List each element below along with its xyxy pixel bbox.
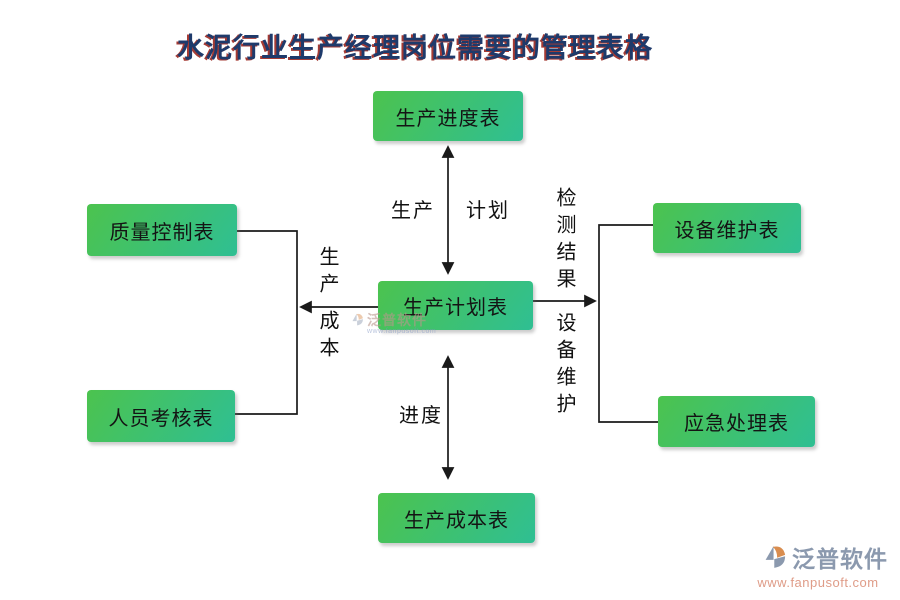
node-emergency-handling-table: 应急处理表 bbox=[658, 396, 815, 447]
edge-label-production: 生产 bbox=[391, 200, 435, 222]
node-label: 生产成本表 bbox=[404, 509, 509, 532]
edge-label-progress: 进度 bbox=[399, 405, 443, 427]
edge-label-plan: 计划 bbox=[466, 200, 510, 222]
center-watermark: 泛普软件 www.fanpusoft.com bbox=[350, 312, 436, 335]
node-label: 生产计划表 bbox=[403, 297, 508, 319]
node-production-cost-table: 生产成本表 bbox=[378, 493, 535, 543]
fanpu-logo-url: www.fanpusoft.com bbox=[757, 575, 879, 590]
page-title: 水泥行业生产经理岗位需要的管理表格 bbox=[177, 33, 653, 63]
edge-label-equipment-maintenance: 设备维护 bbox=[553, 312, 575, 420]
node-production-plan-table: 生产计划表 bbox=[378, 281, 533, 330]
node-production-progress-table: 生产进度表 bbox=[373, 91, 523, 141]
node-label: 设备维护表 bbox=[674, 219, 780, 242]
bracket-right bbox=[598, 224, 658, 423]
bracket-left bbox=[235, 230, 298, 415]
node-personnel-assessment-table: 人员考核表 bbox=[87, 390, 235, 442]
watermark-text: 泛普软件 bbox=[367, 311, 427, 328]
edge-label-cost-upper: 生产 bbox=[316, 246, 338, 300]
node-label: 人员考核表 bbox=[108, 407, 214, 430]
edge-label-cost-lower: 成本 bbox=[316, 310, 338, 364]
node-equipment-maintenance-table: 设备维护表 bbox=[653, 203, 801, 253]
watermark-logo-icon bbox=[352, 313, 363, 326]
watermark-url: www.fanpusoft.com bbox=[367, 328, 437, 335]
node-label: 质量控制表 bbox=[109, 221, 215, 244]
node-quality-control-table: 质量控制表 bbox=[87, 204, 237, 256]
fanpu-logo-text: 泛普软件 bbox=[792, 546, 888, 572]
node-label: 生产进度表 bbox=[395, 107, 501, 130]
edge-label-inspection-result: 检测结果 bbox=[553, 187, 575, 295]
node-label: 应急处理表 bbox=[684, 413, 789, 435]
fanpu-logo-icon bbox=[765, 546, 786, 568]
footer-logo: 泛普软件 www.fanpusoft.com bbox=[748, 540, 888, 590]
